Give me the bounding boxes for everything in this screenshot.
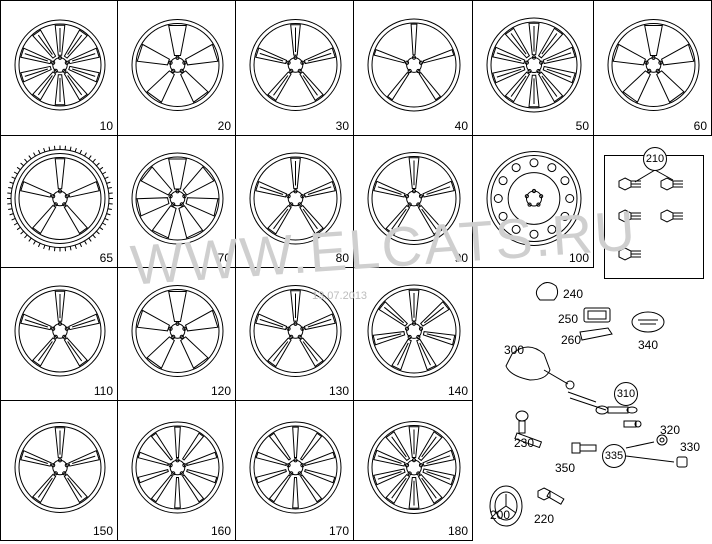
part-number: 120 xyxy=(210,384,231,398)
callout-230: 230 xyxy=(514,436,535,450)
wheel-bolts-box-210[interactable]: 210 xyxy=(604,147,704,279)
part-number: 150 xyxy=(92,524,113,538)
callout-220: 220 xyxy=(534,512,555,526)
part-number: 30 xyxy=(335,119,349,133)
wheel-cell-150[interactable]: 150 xyxy=(0,400,118,541)
wheel-drawing xyxy=(131,19,224,111)
callout-330: 330 xyxy=(680,440,701,454)
part-number: 160 xyxy=(210,524,231,538)
part-number: 170 xyxy=(328,524,349,538)
wheel-cell-140[interactable]: 140 xyxy=(353,267,473,401)
part-number: 90 xyxy=(454,251,468,265)
wheel-cell-50[interactable]: 50 xyxy=(472,0,594,136)
wheel-cell-10[interactable]: 10 xyxy=(0,0,118,136)
part-number: 130 xyxy=(328,384,349,398)
tpms-parts-drawing xyxy=(489,282,688,527)
wheel-cell-40[interactable]: 40 xyxy=(353,0,473,136)
wheel-cell-110[interactable]: 110 xyxy=(0,267,118,401)
wheel-drawing xyxy=(14,19,106,111)
wheel-drawing xyxy=(607,19,700,111)
callout-310: 310 xyxy=(614,382,638,406)
bolts-callout: 210 xyxy=(643,147,667,171)
part-number: 65 xyxy=(99,251,113,265)
wheel-drawing xyxy=(249,421,342,514)
wheel-drawing xyxy=(486,17,582,113)
wheel-cell-160[interactable]: 160 xyxy=(117,400,236,541)
part-number: 10 xyxy=(99,119,113,133)
wheel-cell-70[interactable]: 70 xyxy=(117,135,236,268)
callout-320: 320 xyxy=(660,423,681,437)
wheel-drawing xyxy=(14,285,106,377)
wheel-cell-80[interactable]: 80 xyxy=(235,135,354,268)
wheel-cell-90[interactable]: 90 xyxy=(353,135,473,268)
part-number: 20 xyxy=(217,119,231,133)
callout-250: 250 xyxy=(558,312,579,326)
part-number: 40 xyxy=(454,119,468,133)
wheel-drawing xyxy=(367,421,461,514)
wheel-drawing xyxy=(14,422,106,513)
wheel-drawing xyxy=(131,421,224,514)
wheel-drawing xyxy=(486,151,582,246)
callout-335: 335 xyxy=(602,444,626,468)
callout-350: 350 xyxy=(555,461,576,475)
wheel-cell-180[interactable]: 180 xyxy=(353,400,473,541)
wheel-drawing xyxy=(249,152,342,245)
callout-200: 200 xyxy=(490,508,511,522)
part-number: 180 xyxy=(447,524,468,538)
part-number: 100 xyxy=(568,251,589,265)
callout-300: 300 xyxy=(504,343,525,357)
wheel-cell-65[interactable]: 65 xyxy=(0,135,118,268)
wheel-cell-100[interactable]: 100 xyxy=(472,135,594,268)
wheel-drawing xyxy=(249,285,342,377)
part-number: 60 xyxy=(693,119,707,133)
wheel-bolts-drawing xyxy=(618,169,683,261)
callout-340: 340 xyxy=(638,338,659,352)
wheel-drawing xyxy=(249,19,342,111)
wheel-drawing xyxy=(367,18,461,112)
wheel-cell-60[interactable]: 60 xyxy=(593,0,712,136)
part-number: 80 xyxy=(335,251,349,265)
wheel-cell-170[interactable]: 170 xyxy=(235,400,354,541)
wheel-drawing xyxy=(131,285,224,377)
wheel-cell-130[interactable]: 130 xyxy=(235,267,354,401)
wheel-cell-20[interactable]: 20 xyxy=(117,0,236,136)
wheel-cell-30[interactable]: 30 xyxy=(235,0,354,136)
wheel-drawing xyxy=(131,152,224,245)
wheel-drawing xyxy=(367,284,461,378)
part-number: 70 xyxy=(217,251,231,265)
part-number: 50 xyxy=(575,119,589,133)
wheel-drawing xyxy=(367,152,461,245)
part-number: 110 xyxy=(93,384,113,398)
watermark-date: 13.07.2013 xyxy=(312,290,368,302)
callout-260: 260 xyxy=(561,333,582,347)
wheel-drawing xyxy=(7,145,113,252)
part-number: 140 xyxy=(447,384,468,398)
callout-240: 240 xyxy=(563,287,584,301)
wheel-cell-120[interactable]: 120 xyxy=(117,267,236,401)
